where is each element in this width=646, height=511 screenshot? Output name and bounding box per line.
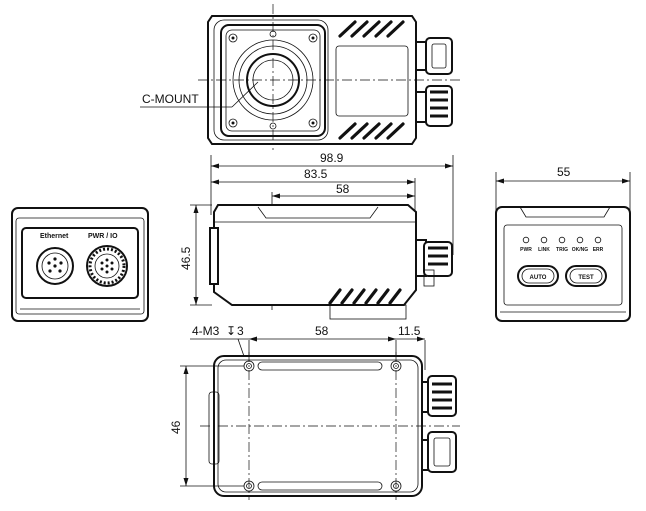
dim-bottom-width: 46 bbox=[169, 420, 183, 434]
auto-button bbox=[517, 265, 559, 287]
bottom-view: 58 11.5 4-M3 ↧ 3 bbox=[169, 324, 460, 500]
dim-side-height: 46.5 bbox=[179, 246, 193, 270]
bottom-view-connector-top bbox=[427, 375, 457, 417]
hole-depth-symbol: ↧ bbox=[226, 324, 236, 338]
mount-slot-bottom bbox=[257, 481, 383, 491]
auto-button-label: AUTO bbox=[530, 275, 547, 281]
hole-depth-value: 3 bbox=[237, 324, 244, 338]
indicator-label-link: LINK bbox=[538, 247, 550, 253]
indicator-label-ok-ng: OK/NG bbox=[572, 247, 589, 253]
led-ok-ng bbox=[576, 236, 584, 244]
screw bbox=[308, 33, 318, 43]
test-button-label: TEST bbox=[578, 275, 594, 281]
front-view: C-MOUNT bbox=[140, 4, 460, 150]
dim-body-length: 83.5 bbox=[304, 167, 328, 181]
led-err bbox=[594, 236, 602, 244]
connector-side-view: Ethernet PWR / IO bbox=[11, 207, 149, 322]
c-mount-label: C-MOUNT bbox=[142, 92, 199, 106]
front-view-label-window bbox=[335, 45, 409, 117]
pwr-io-label: PWR / IO bbox=[88, 233, 118, 240]
bottom-view-connector-bottom bbox=[427, 431, 457, 473]
indicator-side-housing bbox=[495, 206, 631, 322]
dim-hole-spacing: 58 bbox=[315, 324, 329, 338]
mount-slot-top bbox=[257, 361, 383, 371]
dim-front-segment: 58 bbox=[336, 182, 350, 196]
led-pwr bbox=[522, 236, 530, 244]
led-link bbox=[540, 236, 548, 244]
screw bbox=[308, 118, 318, 128]
dim-overall-length: 98.9 bbox=[320, 151, 344, 165]
dim-back-width: 55 bbox=[557, 165, 571, 179]
screw bbox=[228, 118, 238, 128]
indicator-label-err: ERR bbox=[593, 247, 604, 253]
front-view-connector-top bbox=[425, 37, 453, 75]
hole-callout: 4-M3 bbox=[192, 324, 220, 338]
led-trig bbox=[558, 236, 566, 244]
side-view-housing bbox=[213, 204, 417, 306]
test-button bbox=[565, 265, 607, 287]
side-view: 46.5 bbox=[179, 204, 453, 320]
indicator-label-trig: TRIG bbox=[556, 247, 568, 253]
side-view-connector bbox=[423, 241, 453, 277]
indicator-label-pwr: PWR bbox=[520, 247, 532, 253]
indicator-side-view: 55 PWR LINK TRIG OK/NG ERR AUTO TEST bbox=[495, 165, 631, 322]
screw bbox=[228, 33, 238, 43]
dim-rear-offset: 11.5 bbox=[398, 324, 421, 338]
ethernet-label: Ethernet bbox=[40, 233, 69, 240]
